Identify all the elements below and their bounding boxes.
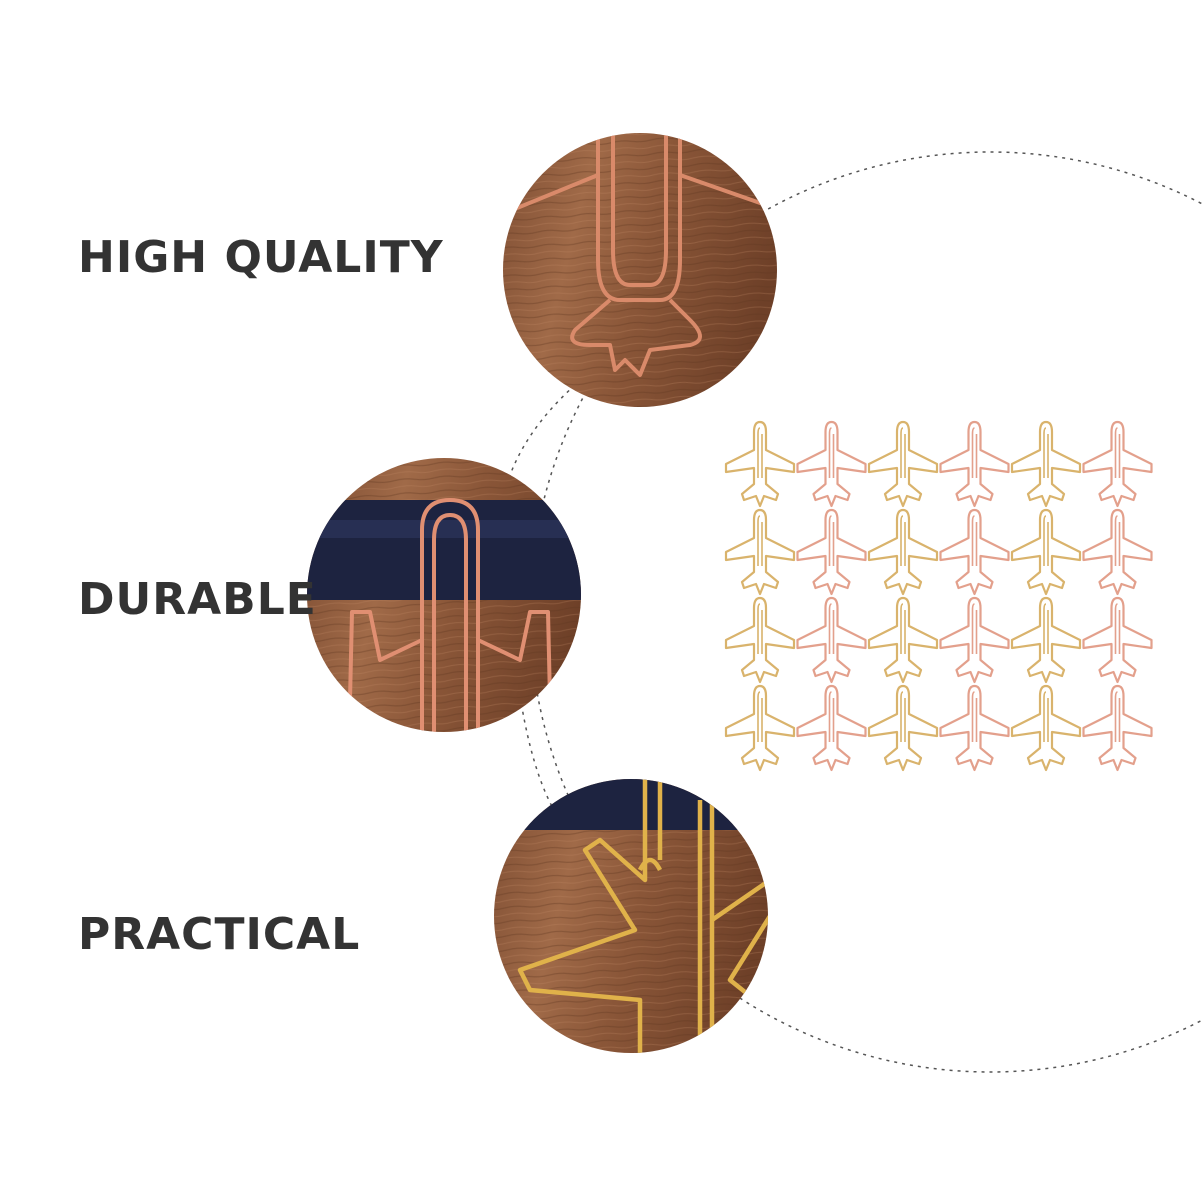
feature-photo-high-quality	[503, 133, 777, 407]
feature-label-practical: PRACTICAL	[78, 909, 361, 960]
airplane-clip-icon	[1082, 508, 1153, 596]
airplane-clip-icon	[939, 596, 1010, 684]
airplane-clip-icon	[867, 420, 939, 508]
airplane-clip-icon	[796, 420, 867, 508]
airplane-clip-icon	[939, 508, 1010, 596]
airplane-clip-icon	[1010, 508, 1082, 596]
airplane-clip-icon	[796, 596, 867, 684]
feature-label-durable: DURABLE	[78, 574, 317, 625]
product-grid	[724, 420, 1153, 772]
airplane-clip-icon	[724, 596, 796, 684]
airplane-clip-icon	[1010, 596, 1082, 684]
airplane-clip-icon	[1082, 684, 1153, 772]
airplane-clip-icon	[1010, 420, 1082, 508]
airplane-clip-icon	[1010, 684, 1082, 772]
airplane-clip-icon	[939, 684, 1010, 772]
feature-label-high-quality: HIGH QUALITY	[78, 232, 444, 283]
feature-photo-practical	[494, 779, 768, 1053]
dashed-ring-connector	[498, 384, 576, 821]
airplane-clip-icon	[724, 684, 796, 772]
airplane-clip-icon	[724, 420, 796, 508]
airplane-clip-icon	[867, 596, 939, 684]
airplane-clip-icon	[867, 508, 939, 596]
airplane-clip-icon	[796, 508, 867, 596]
airplane-clip-icon	[939, 420, 1010, 508]
airplane-clip-icon	[1082, 596, 1153, 684]
dashed-ring-large	[529, 151, 1204, 1073]
airplane-clip-icon	[796, 684, 867, 772]
airplane-clip-icon	[503, 133, 777, 377]
airplane-clip-icon	[1082, 420, 1153, 508]
airplane-clip-icon	[724, 508, 796, 596]
feature-photo-durable	[307, 458, 581, 732]
airplane-clip-icon	[867, 684, 939, 772]
